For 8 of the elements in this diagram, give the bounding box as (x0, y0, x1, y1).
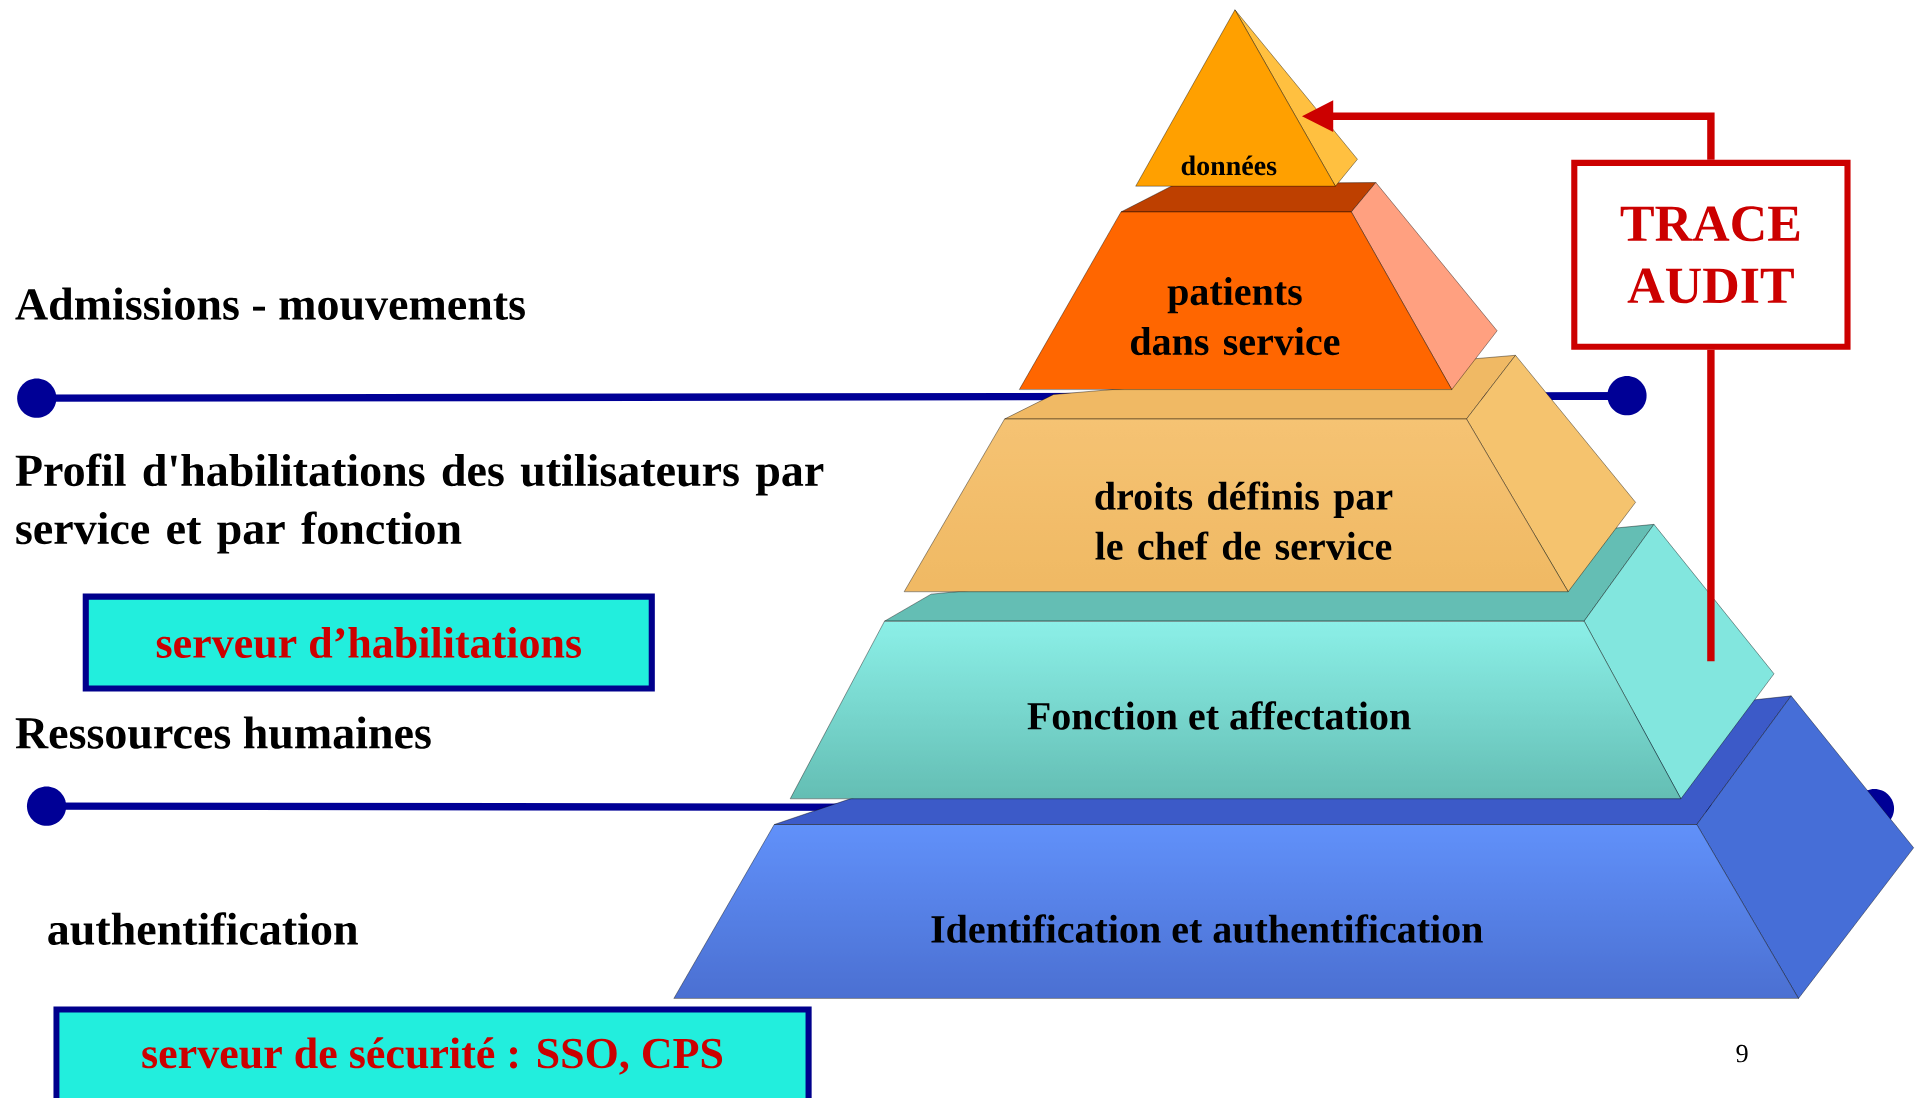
pyramid-layer: données (1135, 9, 1358, 187)
page-number: 9 (1736, 1044, 1748, 1063)
side-label: Admissions - mouvements (15, 287, 525, 321)
server-box: serveur d’habilitations (82, 593, 655, 692)
server-box: serveur de sécurité : SSO, CPS (53, 1006, 812, 1098)
label-box: TRACE AUDIT (1571, 159, 1851, 350)
side-label: authentification (48, 912, 358, 946)
pyramid-layer: patients dans service (1019, 182, 1498, 390)
